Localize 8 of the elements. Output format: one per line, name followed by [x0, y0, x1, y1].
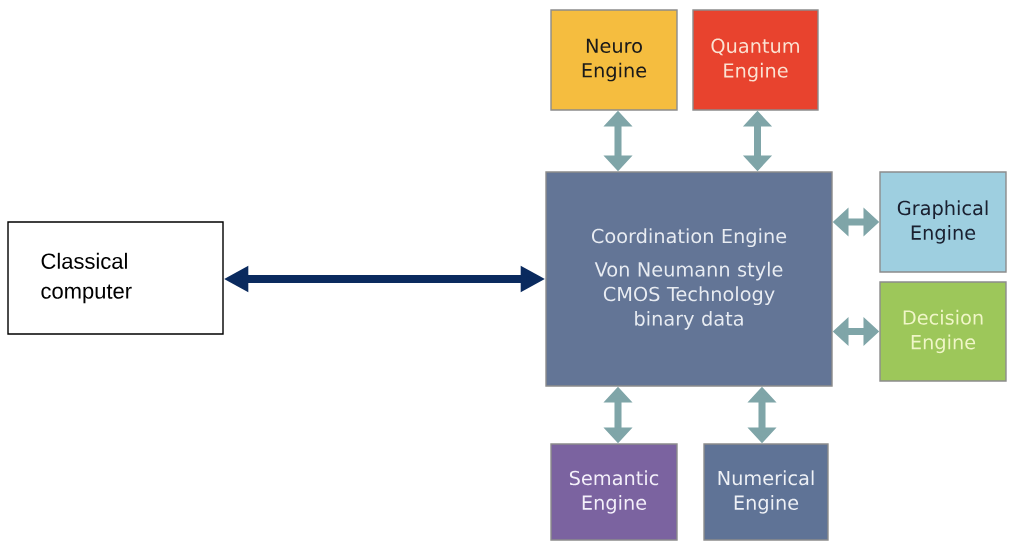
engine-box: Graphical Engine: [879, 171, 1007, 273]
coordination-box: Coordination Engine Von Neumann style CMOS Technology binary data: [545, 171, 833, 387]
computer-box: Classical computer: [7, 221, 224, 335]
engine-box: Numerical Engine: [703, 443, 829, 541]
engine-box: Neuro Engine: [550, 9, 678, 111]
engine-box: Decision Engine: [879, 281, 1007, 382]
engine-box: Semantic Engine: [550, 443, 678, 541]
engine-box: Quantum Engine: [692, 9, 819, 111]
